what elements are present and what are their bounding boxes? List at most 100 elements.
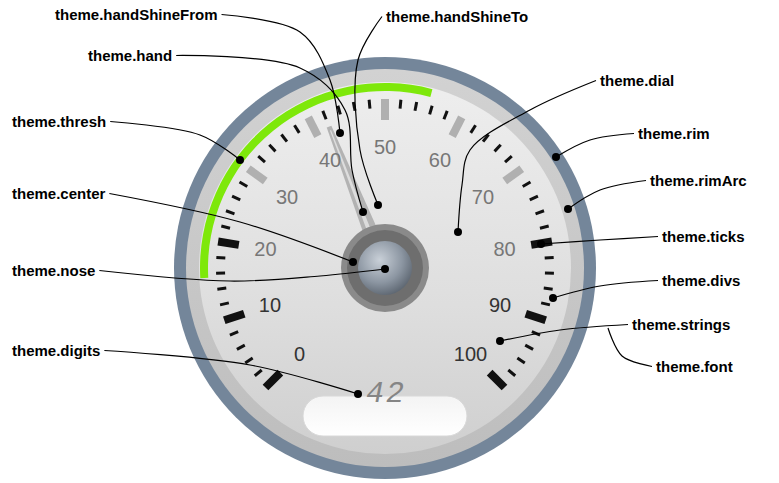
leader-line [109, 194, 353, 263]
scale-tick [505, 156, 512, 162]
callout-label: theme.dial [600, 72, 674, 89]
scale-tick [508, 370, 515, 376]
scale-div [526, 314, 546, 320]
scale-div [505, 169, 522, 181]
center-ring [341, 224, 429, 312]
scale-div [218, 242, 239, 245]
scale-tick [237, 345, 245, 349]
scale-tick [430, 106, 433, 115]
scale-tick [495, 145, 501, 152]
scale-tick [545, 256, 554, 260]
scale-tick [217, 288, 226, 289]
callout-label: theme.handShineTo [386, 8, 528, 25]
leader-line [355, 17, 382, 206]
leader-dot [354, 390, 362, 398]
callout-label: theme.digits [12, 342, 100, 359]
scale-tick [281, 134, 287, 141]
scale-tick [338, 106, 341, 115]
callout-label: theme.hand [88, 47, 172, 64]
center-ring-inner [347, 230, 423, 306]
scale-number: 90 [489, 294, 511, 316]
scale-tick [541, 303, 550, 305]
leader-dot [496, 337, 504, 345]
scale-tick [471, 125, 476, 133]
leader-line [176, 55, 363, 212]
scale-tick [269, 145, 275, 152]
callout-label: theme.rim [638, 125, 710, 142]
scale-number: 30 [276, 186, 298, 208]
scale-number: 100 [454, 343, 487, 365]
callout-label: theme.handShineFrom [55, 6, 218, 23]
leader-dot [349, 258, 357, 266]
scale-div [490, 373, 505, 388]
scale-tick [245, 358, 252, 363]
scale-tick [536, 211, 544, 214]
scale-tick [399, 100, 403, 109]
scale-tick [255, 370, 262, 376]
leader-dot [336, 129, 344, 137]
scale-div [265, 373, 280, 388]
lcd-readout: 42 [366, 378, 406, 410]
callout-label: theme.font [656, 358, 733, 375]
rim-arc [186, 69, 584, 467]
callout-label: theme.nose [12, 262, 95, 279]
leader-line [500, 325, 628, 342]
callout-label: theme.rimArc [650, 172, 747, 189]
scale-tick [444, 111, 447, 119]
scale-number: 70 [472, 186, 494, 208]
scale-tick [368, 100, 372, 109]
leader-line [556, 134, 634, 158]
hand-shine [328, 130, 371, 232]
leader-dot [537, 240, 545, 248]
leader-dot [549, 294, 557, 302]
leader-line [110, 122, 240, 161]
scale-tick [258, 156, 265, 162]
scale-tick [323, 111, 326, 119]
leader-dot [374, 201, 382, 209]
leader-dot [381, 265, 389, 273]
callout-label: theme.ticks [662, 228, 745, 245]
scale-div [308, 117, 318, 136]
leader-dot [564, 205, 572, 213]
scale-div [381, 99, 389, 120]
scale-tick [221, 226, 230, 228]
scale-div [452, 117, 462, 136]
scale-number: 80 [493, 238, 515, 260]
scale-tick [545, 272, 554, 275]
scale-tick [240, 182, 248, 187]
leader-line [608, 328, 652, 367]
scale-tick [540, 226, 549, 228]
leader-line [541, 237, 658, 245]
leader-line [553, 281, 658, 299]
scale-tick [216, 272, 225, 275]
scale-tick [530, 196, 538, 200]
callout-label: theme.divs [662, 272, 740, 289]
gauge-nose [358, 241, 412, 295]
scale-tick [230, 332, 238, 336]
leader-line [458, 81, 596, 233]
scale-tick [523, 182, 531, 187]
leader-line [104, 351, 358, 395]
leader-dot [359, 208, 367, 216]
scale-tick [232, 196, 240, 200]
scale-number: 10 [259, 294, 281, 316]
leader-lines [99, 15, 658, 399]
scale-div [248, 169, 265, 181]
callout-label: theme.strings [632, 316, 730, 333]
leader-line [568, 181, 646, 210]
gauge-rim [174, 57, 596, 479]
gauge-scale [200, 83, 554, 388]
leader-line [222, 15, 340, 134]
scale-tick [294, 125, 299, 133]
scale-tick [226, 211, 234, 214]
leader-dot [552, 153, 560, 161]
scale-tick [517, 358, 524, 363]
leader-dot [236, 156, 244, 164]
scale-tick [220, 303, 229, 305]
scale-number: 40 [319, 149, 341, 171]
scale-tick [216, 256, 225, 260]
scale-tick [415, 102, 417, 111]
leader-line [99, 269, 385, 281]
scale-div [224, 314, 244, 320]
scale-number: 50 [374, 136, 396, 158]
